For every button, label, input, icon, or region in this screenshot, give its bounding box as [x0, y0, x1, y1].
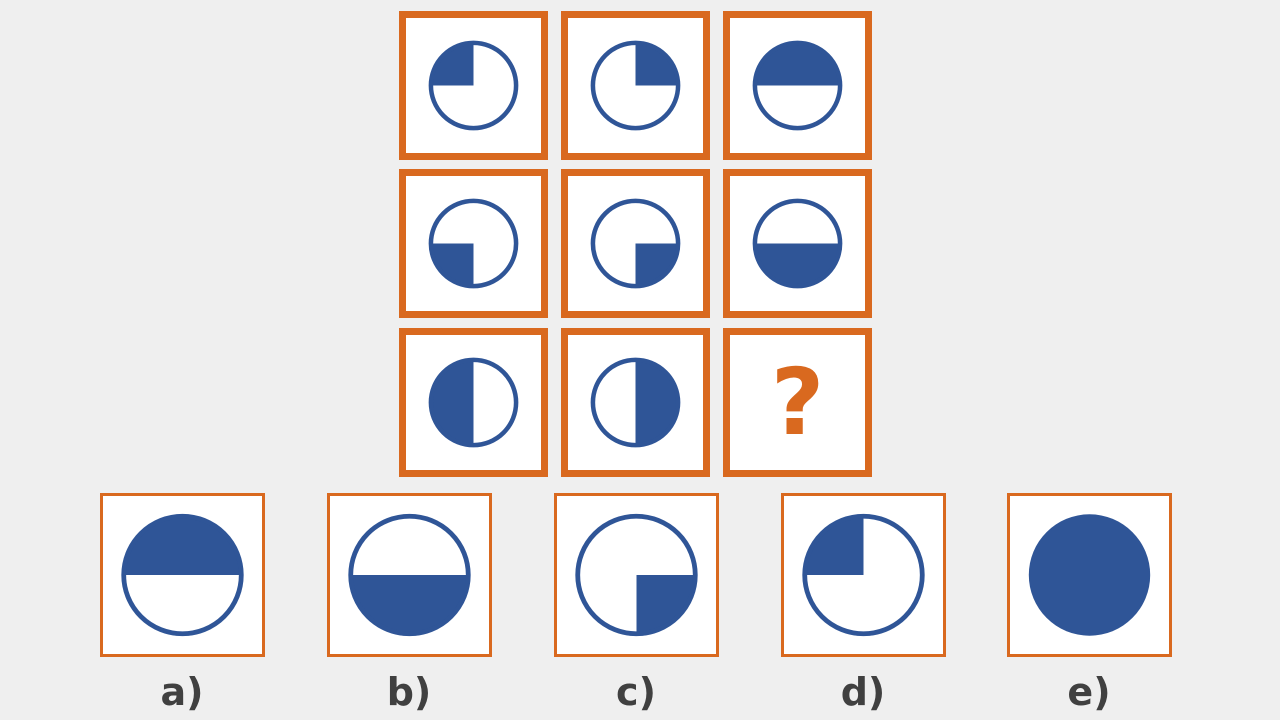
circle-bottom-half-icon	[348, 513, 471, 637]
option-c[interactable]	[554, 493, 719, 657]
option-b[interactable]	[327, 493, 492, 657]
grid-cell-r2c3	[723, 169, 872, 318]
grid-cell-r3c1	[399, 328, 548, 477]
grid-cell-r2c1	[399, 169, 548, 318]
circle-left-half-icon	[428, 357, 519, 448]
grid-cell-r1c2	[561, 11, 710, 160]
grid-cell-r3c3: ?	[723, 328, 872, 477]
circle-bottom-half-icon	[752, 198, 843, 289]
circle-top-half-icon	[121, 513, 244, 637]
question-mark: ?	[770, 348, 825, 456]
option-a[interactable]	[100, 493, 265, 657]
circle-top-left-quarter-icon	[428, 40, 519, 131]
grid-cell-r1c3	[723, 11, 872, 160]
option-a-label: a)	[160, 670, 204, 714]
circle-full-icon	[1028, 514, 1151, 636]
circle-right-half-icon	[590, 357, 681, 448]
option-e-label: e)	[1067, 670, 1111, 714]
option-b-label: b)	[386, 670, 432, 714]
option-c-label: c)	[616, 670, 656, 714]
circle-top-half-icon	[752, 40, 843, 131]
grid-cell-r1c1	[399, 11, 548, 160]
circle-bottom-right-quarter-icon	[575, 513, 698, 637]
grid-cell-r3c2	[561, 328, 710, 477]
circle-bottom-left-quarter-icon	[428, 198, 519, 289]
option-d[interactable]	[781, 493, 946, 657]
circle-top-right-quarter-icon	[590, 40, 681, 131]
grid-cell-r2c2	[561, 169, 710, 318]
option-e[interactable]	[1007, 493, 1172, 657]
circle-bottom-right-quarter-icon	[590, 198, 681, 289]
option-d-label: d)	[840, 670, 886, 714]
circle-top-left-quarter-icon	[802, 513, 925, 637]
